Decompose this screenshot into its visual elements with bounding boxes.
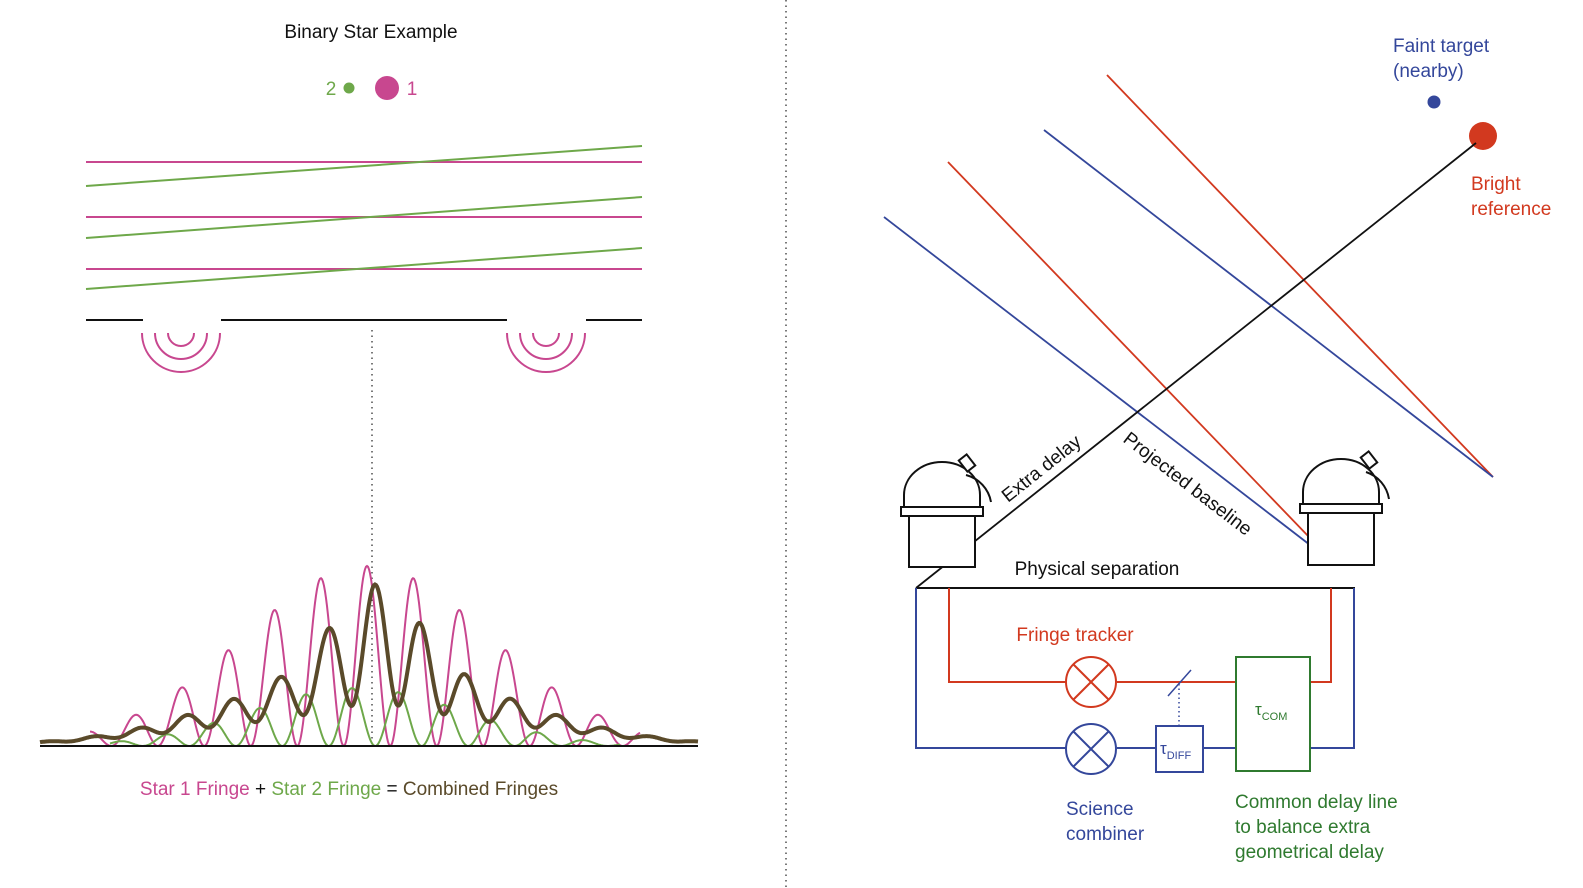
left-telescope-icon [900,453,992,568]
star2-wavefronts [85,145,643,290]
star1-dot [375,76,399,100]
science-combiner-icon [1065,723,1117,775]
star2-dot [343,82,355,94]
physical-separation-label: Physical separation [1015,559,1180,580]
legend-plus: + [250,779,272,800]
right-aperture-ripples [506,332,586,373]
bright-reference-beam [915,142,1477,589]
faint-target-label: Faint target (nearby) [1393,36,1494,82]
right-telescope-icon [1299,450,1390,566]
projected-baseline-label: Projected baseline [1119,428,1256,540]
legend-star2: Star 2 Fringe [271,779,381,800]
star1-wavefronts [86,161,642,270]
star2-label: 2 [326,79,337,100]
common-delay-description: Common delay line to balance extra geome… [1235,792,1403,863]
fringe-tracker-combiner-icon [1065,656,1117,708]
phase-referencing-panel: Faint target (nearby) Bright reference E… [883,36,1551,863]
extra-delay-label: Extra delay [998,431,1086,507]
combined-fringe-curve [39,582,699,745]
faint-target-dot [1427,95,1441,109]
dichroic-mirror [1167,669,1192,697]
fringe-legend: Star 1 Fringe + Star 2 Fringe = Combined… [140,779,558,800]
star1-fringe-curve [90,564,641,748]
bright-reference-wavefronts [947,74,1494,566]
fringe-tracker-beam-path [948,588,1332,683]
legend-equals: = [381,779,403,800]
bright-reference-label: Bright reference [1471,174,1551,220]
left-aperture-ripples [141,332,221,373]
fringe-tracker-label: Fringe tracker [1016,625,1134,646]
binary-star-panel: Binary Star Example 2 1 [39,22,699,800]
differential-delay-box [1155,725,1204,773]
differential-delay-label: τDIFF [1160,739,1191,762]
faint-target-wavefronts [883,129,1494,566]
star1-label: 1 [407,79,418,100]
legend-combined: Combined Fringes [403,779,558,800]
common-delay-symbol: τCOM [1255,700,1287,723]
star2-fringe-curve [109,687,621,748]
legend-star1: Star 1 Fringe [140,779,250,800]
science-combiner-label: Science combiner [1066,799,1145,845]
common-delay-box [1235,656,1311,772]
binary-star-title: Binary Star Example [284,22,457,43]
science-beam-path [915,588,1355,749]
